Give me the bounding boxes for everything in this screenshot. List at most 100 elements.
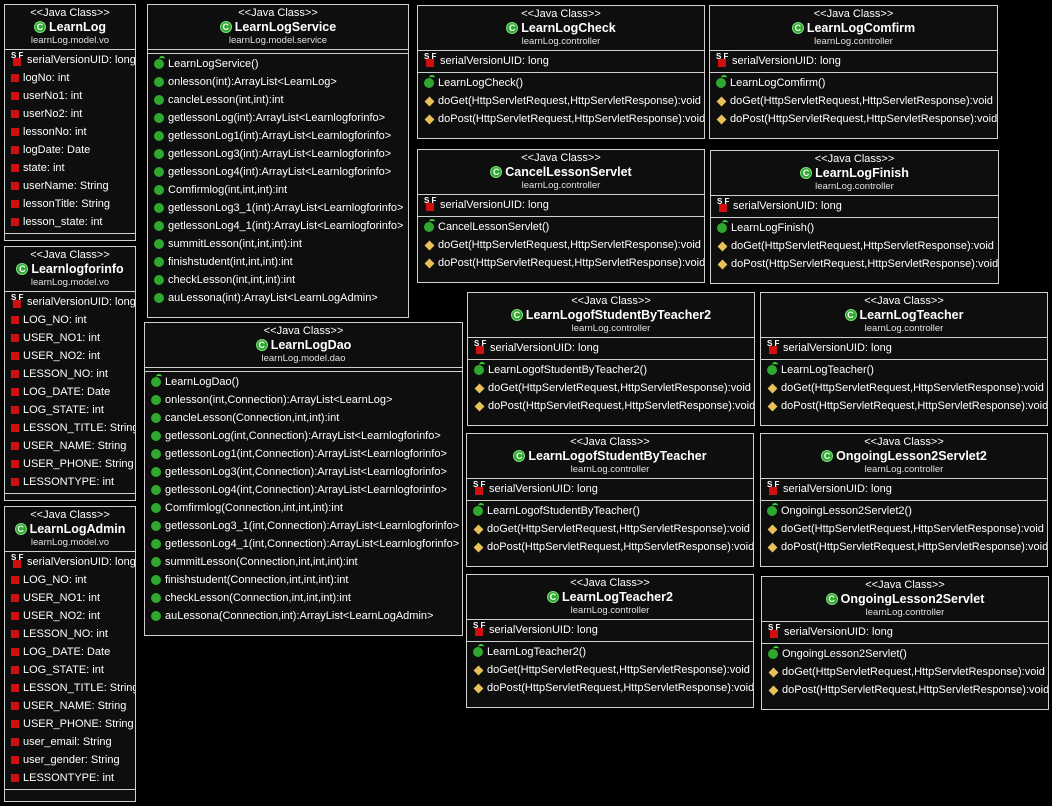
method-row[interactable]: onlesson(int,Connection):ArrayList<Learn…	[145, 391, 462, 409]
attribute-row[interactable]: LESSON_NO: int	[5, 365, 135, 383]
method-row[interactable]: doGet(HttpServletRequest,HttpServletResp…	[467, 520, 753, 538]
method-row[interactable]: getlessonLog1(int):ArrayList<Learnlogfor…	[148, 127, 408, 145]
method-row[interactable]: LearnLogofStudentByTeacher()	[467, 502, 753, 520]
attribute-row[interactable]: LESSON_NO: int	[5, 625, 135, 643]
method-row[interactable]: doPost(HttpServletRequest,HttpServletRes…	[761, 538, 1047, 556]
method-row[interactable]: doGet(HttpServletRequest,HttpServletResp…	[762, 663, 1048, 681]
method-row[interactable]: getlessonLog4(int):ArrayList<Learnlogfor…	[148, 163, 408, 181]
method-row[interactable]: finishstudent(Connection,int,int,int):in…	[145, 571, 462, 589]
method-row[interactable]: summitLesson(int,int,int):int	[148, 235, 408, 253]
method-row[interactable]: auLessona(int):ArrayList<LearnLogAdmin>	[148, 289, 408, 307]
method-row[interactable]: getlessonLog3(int):ArrayList<Learnlogfor…	[148, 145, 408, 163]
method-row[interactable]: doPost(HttpServletRequest,HttpServletRes…	[467, 679, 753, 697]
method-row[interactable]: getlessonLog(int):ArrayList<Learnlogfori…	[148, 109, 408, 127]
attribute-row[interactable]: userNo2: int	[5, 105, 135, 123]
method-row[interactable]: LearnLogFinish()	[711, 219, 998, 237]
attribute-row[interactable]: userName: String	[5, 177, 135, 195]
method-row[interactable]: getlessonLog3_1(int,Connection):ArrayLis…	[145, 517, 462, 535]
method-row[interactable]: Comfirmlog(int,int,int):int	[148, 181, 408, 199]
attribute-row[interactable]: LOG_STATE: int	[5, 661, 135, 679]
attribute-row[interactable]: USER_PHONE: String	[5, 715, 135, 733]
method-row[interactable]: doPost(HttpServletRequest,HttpServletRes…	[710, 110, 997, 128]
method-row[interactable]: auLessona(Connection,int):ArrayList<Lear…	[145, 607, 462, 625]
method-row[interactable]: doPost(HttpServletRequest,HttpServletRes…	[761, 397, 1047, 415]
method-row[interactable]: checkLesson(Connection,int,int,int):int	[145, 589, 462, 607]
attribute-row[interactable]: LESSONTYPE: int	[5, 769, 135, 787]
method-row[interactable]: Comfirmlog(Connection,int,int,int):int	[145, 499, 462, 517]
method-row[interactable]: doPost(HttpServletRequest,HttpServletRes…	[762, 681, 1048, 699]
method-row[interactable]: finishstudent(int,int,int):int	[148, 253, 408, 271]
method-row[interactable]: getlessonLog4(int,Connection):ArrayList<…	[145, 481, 462, 499]
attribute-row[interactable]: USER_NAME: String	[5, 697, 135, 715]
attribute-row[interactable]: USER_NAME: String	[5, 437, 135, 455]
method-row[interactable]: doGet(HttpServletRequest,HttpServletResp…	[467, 661, 753, 679]
method-row[interactable]: checkLesson(int,int,int):int	[148, 271, 408, 289]
method-row[interactable]: getlessonLog3(int,Connection):ArrayList<…	[145, 463, 462, 481]
attribute-row[interactable]: logDate: Date	[5, 141, 135, 159]
method-row[interactable]: doPost(HttpServletRequest,HttpServletRes…	[418, 110, 704, 128]
method-row[interactable]: doGet(HttpServletRequest,HttpServletResp…	[711, 237, 998, 255]
attribute-row[interactable]: LOG_STATE: int	[5, 401, 135, 419]
method-row[interactable]: LearnLogTeacher()	[761, 361, 1047, 379]
attribute-row[interactable]: lesson_state: int	[5, 213, 135, 231]
method-row[interactable]: doGet(HttpServletRequest,HttpServletResp…	[761, 520, 1047, 538]
attribute-row[interactable]: LESSONTYPE: int	[5, 473, 135, 491]
attribute-row[interactable]: LOG_NO: int	[5, 571, 135, 589]
method-row[interactable]: getlessonLog1(int,Connection):ArrayList<…	[145, 445, 462, 463]
method-row[interactable]: cancleLesson(Connection,int,int):int	[145, 409, 462, 427]
method-row[interactable]: doGet(HttpServletRequest,HttpServletResp…	[418, 236, 704, 254]
method-row[interactable]: OngoingLesson2Servlet2()	[761, 502, 1047, 520]
method-row[interactable]: onlesson(int):ArrayList<LearnLog>	[148, 73, 408, 91]
attribute-row[interactable]: LESSON_TITLE: String	[5, 679, 135, 697]
method-row[interactable]: LearnLogTeacher2()	[467, 643, 753, 661]
method-row[interactable]: doPost(HttpServletRequest,HttpServletRes…	[467, 538, 753, 556]
method-row[interactable]: LearnLogofStudentByTeacher2()	[468, 361, 754, 379]
attribute-row[interactable]: USER_NO2: int	[5, 347, 135, 365]
attribute-row[interactable]: user_email: String	[5, 733, 135, 751]
attribute-row[interactable]: USER_PHONE: String	[5, 455, 135, 473]
method-row[interactable]: getlessonLog4_1(int,Connection):ArrayLis…	[145, 535, 462, 553]
method-row[interactable]: doPost(HttpServletRequest,HttpServletRes…	[711, 255, 998, 273]
method-row[interactable]: LearnLogCheck()	[418, 74, 704, 92]
method-row[interactable]: doGet(HttpServletRequest,HttpServletResp…	[710, 92, 997, 110]
method-row[interactable]: doGet(HttpServletRequest,HttpServletResp…	[468, 379, 754, 397]
method-row[interactable]: LearnLogComfirm()	[710, 74, 997, 92]
attribute-row[interactable]: state: int	[5, 159, 135, 177]
attribute-row[interactable]: USER_NO1: int	[5, 329, 135, 347]
method-row[interactable]: cancleLesson(int,int):int	[148, 91, 408, 109]
attribute-row[interactable]: userNo1: int	[5, 87, 135, 105]
method-row[interactable]: LearnLogService()	[148, 55, 408, 73]
attribute-row[interactable]: LOG_DATE: Date	[5, 643, 135, 661]
method-row[interactable]: doPost(HttpServletRequest,HttpServletRes…	[418, 254, 704, 272]
method-row[interactable]: summitLesson(Connection,int,int,int):int	[145, 553, 462, 571]
attribute-row[interactable]: LESSON_TITLE: String	[5, 419, 135, 437]
attribute-row[interactable]: lessonTitle: String	[5, 195, 135, 213]
method-row[interactable]: getlessonLog3_1(int):ArrayList<Learnlogf…	[148, 199, 408, 217]
attribute-row[interactable]: lessonNo: int	[5, 123, 135, 141]
method-row[interactable]: CancelLessonServlet()	[418, 218, 704, 236]
attribute-row[interactable]: LOG_NO: int	[5, 311, 135, 329]
